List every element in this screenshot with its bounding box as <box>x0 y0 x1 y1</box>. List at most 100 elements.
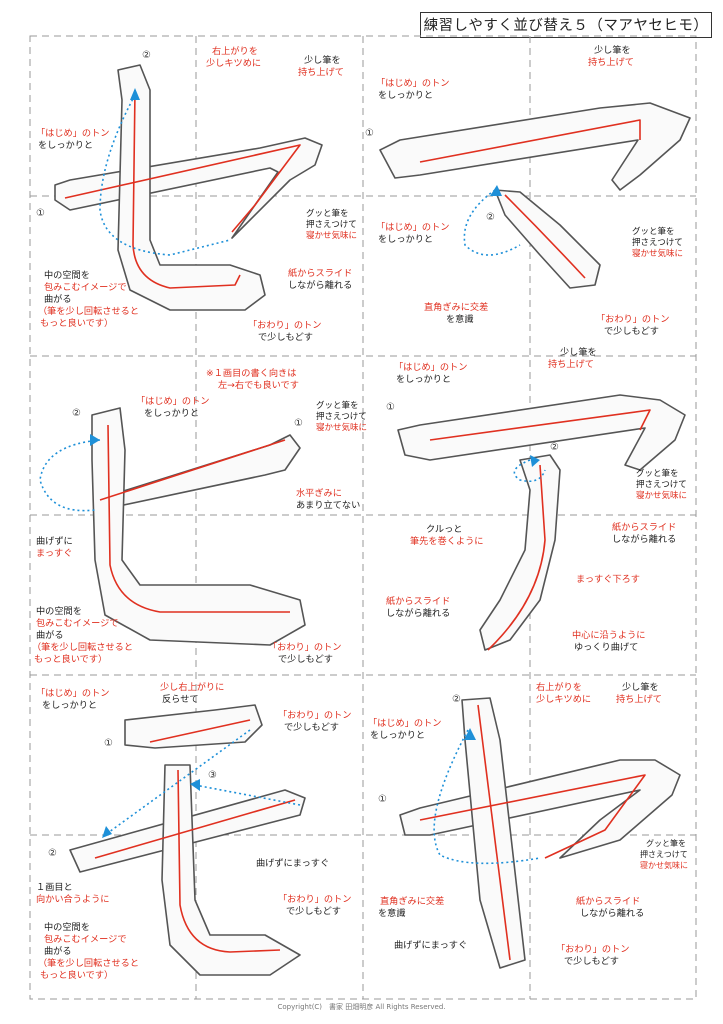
char-a <box>397 394 686 651</box>
note: 持ち上げて <box>548 359 594 370</box>
note: 「おわり」のトン <box>248 320 322 331</box>
note: 寝かせ気味に <box>636 491 688 501</box>
note: グッと筆を <box>632 227 675 237</box>
note: １画目と <box>36 882 73 893</box>
note: 寝かせ気味に <box>640 861 688 870</box>
stroke-number: ① <box>386 402 395 413</box>
brush-outline-a-2 <box>479 454 561 651</box>
note: 寝かせ気味に <box>632 249 684 259</box>
note: 中の空間を <box>36 606 82 617</box>
note: で少しもどす <box>564 956 619 967</box>
note: 紙からスライド <box>612 522 677 533</box>
note: 少しキツめに <box>536 694 592 705</box>
note: 「おわり」のトン <box>556 944 630 955</box>
note: 少し右上がりに <box>160 682 225 693</box>
brush-outline-a-1 <box>397 394 686 471</box>
note: 曲げずに <box>36 536 73 547</box>
note: で少しもどす <box>284 722 339 733</box>
note: 中の空間を <box>44 922 90 933</box>
note: 直角ぎみに交差 <box>380 896 445 907</box>
note: 曲げずにまっすぐ <box>256 858 330 869</box>
note: グッと筆を <box>636 469 679 479</box>
note: グッと筆を <box>316 401 359 411</box>
note: をしっかりと <box>38 140 94 151</box>
note: （筆を少し回転させると <box>32 642 134 653</box>
brush-outline-se-2 <box>117 64 266 311</box>
note: 紙からスライド <box>288 268 353 279</box>
note: をしっかりと <box>370 730 426 741</box>
note: 反らせて <box>162 694 199 705</box>
note: 「おわり」のトン <box>278 894 352 905</box>
note: もっと良いです） <box>40 970 114 981</box>
note: をしっかりと <box>396 374 452 385</box>
note: 少しキツめに <box>206 58 262 69</box>
note: 少し筆を <box>560 347 597 358</box>
stroke-number: ① <box>104 738 113 749</box>
char-se <box>54 64 323 311</box>
note: 「おわり」のトン <box>278 710 352 721</box>
note: しながら離れる <box>386 608 451 619</box>
stroke-number: ① <box>365 128 374 139</box>
note: をしっかりと <box>144 408 200 419</box>
note: グッと筆を <box>646 839 686 848</box>
note: 筆先を巻くように <box>410 536 484 547</box>
stroke-number: ② <box>452 694 461 705</box>
note: ※１画目の書く向きは <box>206 368 297 379</box>
note: 「おわり」のトン <box>268 642 342 653</box>
note: もっと良いです） <box>40 318 114 329</box>
note: 「はじめ」のトン <box>136 396 210 407</box>
note: 押さえつけて <box>316 412 367 422</box>
note: 少し筆を <box>594 45 631 56</box>
note: で少しもどす <box>258 332 313 343</box>
note: しながら離れる <box>288 280 353 291</box>
note: 右上がりを <box>212 46 258 57</box>
stroke-number: ② <box>550 442 559 453</box>
note: 包みこむイメージで <box>36 618 119 629</box>
note: 押さえつけて <box>306 220 357 230</box>
note: 少し筆を <box>304 55 341 66</box>
brush-outline-mo-3 <box>161 764 301 976</box>
note: 寝かせ気味に <box>306 231 358 241</box>
stroke-number: ① <box>378 794 387 805</box>
note: 曲がる <box>44 946 72 957</box>
note: 曲がる <box>36 630 64 641</box>
stroke-number: ② <box>142 50 151 61</box>
note: 「はじめ」のトン <box>36 128 110 139</box>
note: 包みこむイメージで <box>44 934 127 945</box>
note: ゆっくり曲げて <box>574 642 639 653</box>
note: 紙からスライド <box>386 596 451 607</box>
note: 持ち上げて <box>298 67 344 78</box>
note: 左→右でも良いです <box>218 380 299 391</box>
note: 「はじめ」のトン <box>376 78 450 89</box>
stroke-number: ② <box>486 212 495 223</box>
note: をしっかりと <box>378 90 434 101</box>
note: 曲がる <box>44 294 72 305</box>
note: 押さえつけて <box>640 850 688 859</box>
stroke-number: ② <box>48 848 57 859</box>
note: で少しもどす <box>286 906 341 917</box>
note: 「はじめ」のトン <box>36 688 110 699</box>
note: 押さえつけて <box>632 238 683 248</box>
note: 押さえつけて <box>636 480 687 490</box>
brush-outline-hi-1 <box>94 434 301 511</box>
note: クルっと <box>426 524 463 535</box>
brush-outline-hi-2 <box>91 407 306 646</box>
note: 中心に沿うように <box>572 630 646 641</box>
char-hi <box>39 407 306 646</box>
note: グッと筆を <box>306 209 349 219</box>
note: を意識 <box>378 908 406 919</box>
note: で少しもどす <box>604 326 659 337</box>
note: 曲げずにまっすぐ <box>394 940 468 951</box>
brush-outline-ma-1 <box>379 102 691 191</box>
note: 持ち上げて <box>616 694 662 705</box>
note: をしっかりと <box>378 234 434 245</box>
brush-outline-mo-1 <box>124 704 263 749</box>
brush-outline-ya-1 <box>399 759 681 859</box>
note: もっと良いです） <box>34 654 108 665</box>
copyright: Copyright(C) 書家 田畑明彦 All Rights Reserved… <box>277 1003 446 1011</box>
stroke-number: ③ <box>208 770 217 781</box>
char-ma <box>379 102 691 289</box>
note: しながら離れる <box>580 908 645 919</box>
note: を意識 <box>446 314 474 325</box>
page-title: 練習しやすく並び替え５（マアヤセヒモ） <box>420 12 712 38</box>
